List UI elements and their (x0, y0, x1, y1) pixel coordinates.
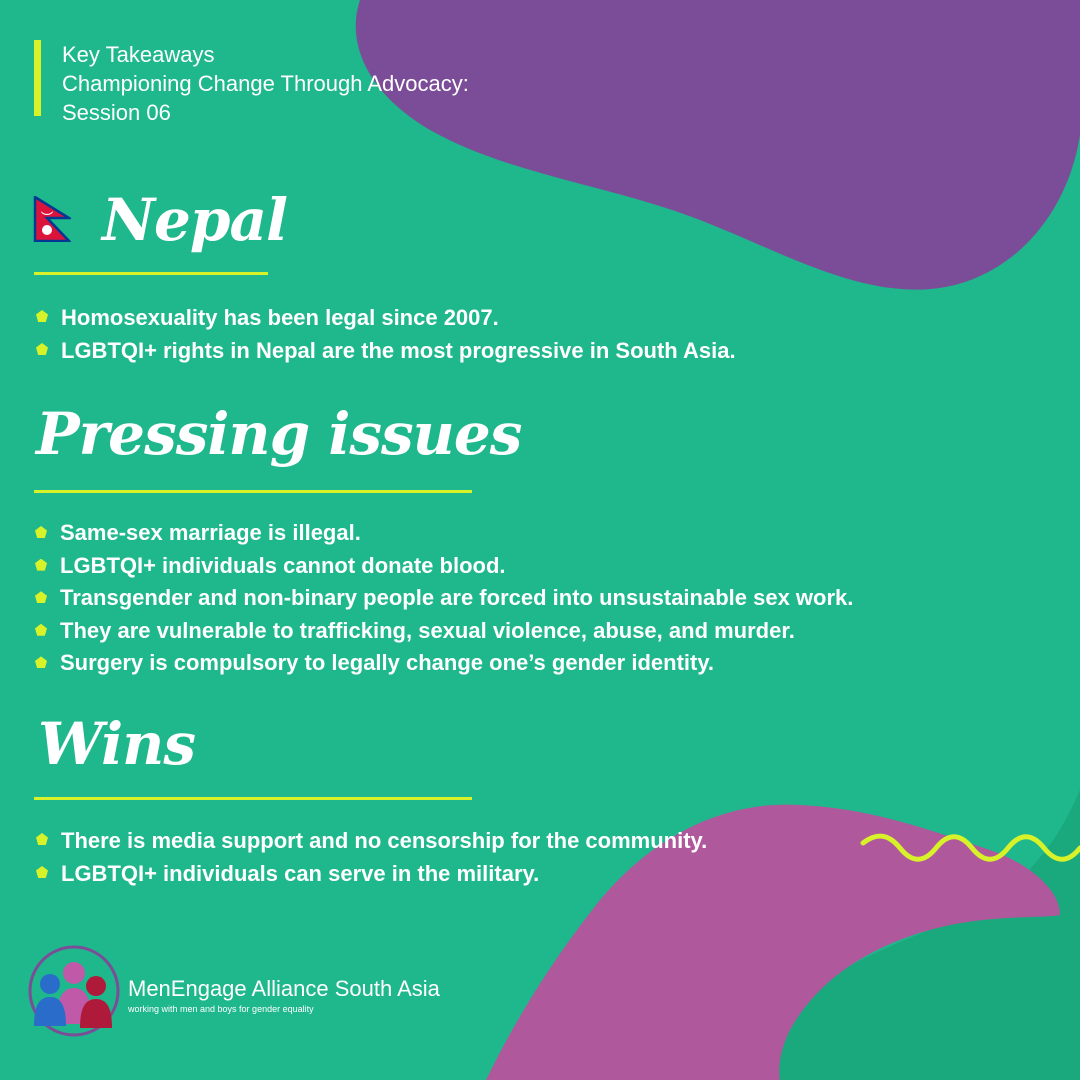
bullet-icon (35, 591, 47, 604)
dark-green-blob-overlap (779, 880, 1080, 1080)
list-item: Same-sex marriage is illegal. (35, 517, 853, 550)
wins-list: There is media support and no censorship… (36, 824, 707, 890)
wins-title-underline (34, 797, 472, 800)
list-item: There is media support and no censorship… (36, 824, 707, 857)
bullet-icon (36, 866, 48, 878)
header-session-title: Championing Change Through Advocacy: (62, 71, 469, 96)
organization-tagline: working with men and boys for gender equ… (128, 1004, 314, 1014)
list-item: Homosexuality has been legal since 2007. (36, 301, 736, 334)
bullet-icon (35, 656, 47, 669)
wins-title: Wins (38, 710, 196, 778)
organization-name: MenEngage Alliance South Asia (128, 976, 440, 1001)
bullet-icon (36, 343, 48, 355)
issues-list: Same-sex marriage is illegal. LGBTQI+ in… (35, 517, 853, 680)
magenta-blob (486, 804, 1060, 1080)
people-silhouettes-icon (34, 962, 112, 1028)
country-title: Nepal (102, 186, 288, 254)
header-session-number: Session 06 (62, 100, 171, 125)
bullet-icon (35, 558, 47, 571)
header-label: Key Takeaways (62, 42, 215, 67)
nepal-flag-icon (33, 196, 71, 242)
list-item: Surgery is compulsory to legally change … (35, 647, 853, 680)
bullet-icon (35, 623, 47, 636)
header-accent-bar (34, 40, 41, 116)
country-facts-list: Homosexuality has been legal since 2007.… (36, 301, 736, 367)
country-title-underline (34, 272, 268, 275)
bullet-icon (36, 310, 48, 322)
issues-title: Pressing issues (36, 400, 522, 468)
issues-title-underline (34, 490, 472, 493)
session-header: Key Takeaways Championing Change Through… (34, 40, 469, 127)
bullet-icon (35, 526, 47, 538)
menengage-logo (28, 945, 120, 1037)
list-item: They are vulnerable to trafficking, sexu… (35, 615, 853, 648)
list-item: LGBTQI+ rights in Nepal are the most pro… (36, 334, 736, 367)
squiggle-line (860, 833, 1080, 862)
list-item: Transgender and non-binary people are fo… (35, 582, 853, 615)
list-item: LGBTQI+ individuals can serve in the mil… (36, 857, 707, 890)
list-item: LGBTQI+ individuals cannot donate blood. (35, 550, 853, 583)
purple-blob (355, 0, 1080, 290)
bullet-icon (36, 833, 48, 845)
